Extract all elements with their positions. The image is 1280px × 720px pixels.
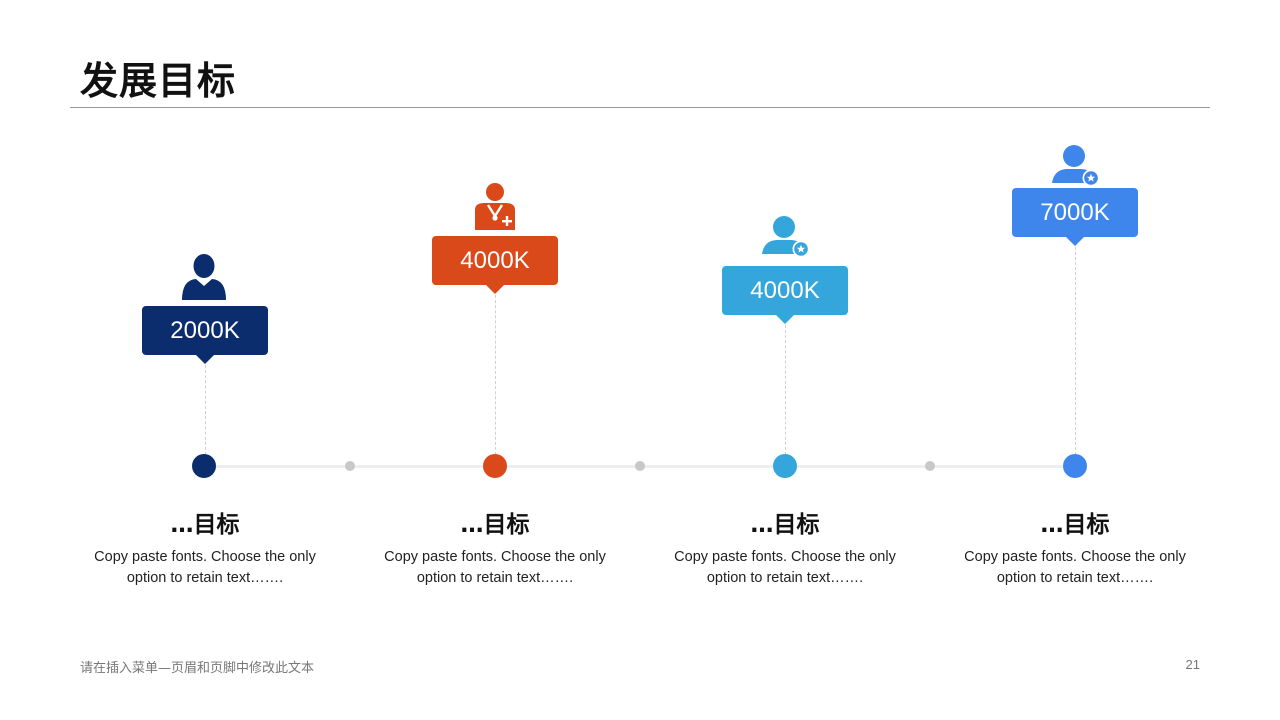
title-divider — [70, 107, 1210, 108]
milestone-node — [773, 454, 797, 478]
milestone-value-badge: 4000K — [722, 266, 848, 324]
milestone-description-line: option to retain text……. — [416, 570, 574, 586]
milestone-node — [1063, 454, 1087, 478]
user-star-icon — [1050, 141, 1100, 191]
timeline-separator-dot — [925, 461, 935, 471]
milestone-heading: …目标 — [750, 512, 820, 538]
milestone-description: Copy paste fonts. Choose the only option… — [655, 547, 915, 589]
footer-text: 请在插入菜单—页眉和页脚中修改此文本 — [80, 661, 315, 676]
milestone-value-badge: 7000K — [1012, 188, 1138, 246]
timeline-separator-dot — [635, 461, 645, 471]
person-icon — [179, 252, 229, 302]
milestone-node — [483, 454, 507, 478]
milestone-description-line: option to retain text……. — [996, 570, 1154, 586]
milestone-connector — [205, 365, 206, 455]
milestone-description-line: option to retain text……. — [706, 570, 864, 586]
milestone-connector — [1075, 247, 1076, 455]
milestone-description-line: option to retain text……. — [126, 570, 284, 586]
milestone-value-badge: 4000K — [432, 236, 558, 294]
milestone-description-line: Copy paste fonts. Choose the only — [674, 549, 896, 565]
milestone-description: Copy paste fonts. Choose the only option… — [365, 547, 625, 589]
milestone-description-line: Copy paste fonts. Choose the only — [384, 549, 606, 565]
timeline-separator-dot — [345, 461, 355, 471]
milestone-heading: …目标 — [460, 512, 530, 538]
milestone-value-badge: 2000K — [142, 306, 268, 364]
milestone-connector — [495, 295, 496, 455]
milestone-description-line: Copy paste fonts. Choose the only — [94, 549, 316, 565]
doctor-icon — [470, 182, 520, 232]
milestone-heading: …目标 — [1040, 512, 1110, 538]
milestone-description: Copy paste fonts. Choose the only option… — [75, 547, 335, 589]
milestone-connector — [785, 325, 786, 455]
milestone-heading: …目标 — [170, 512, 240, 538]
page-title: 发展目标 — [80, 59, 237, 103]
milestone-node — [192, 454, 216, 478]
user-star-icon — [760, 212, 810, 262]
page-number: 21 — [1185, 657, 1200, 672]
milestone-description: Copy paste fonts. Choose the only option… — [945, 547, 1205, 589]
milestone-description-line: Copy paste fonts. Choose the only — [964, 549, 1186, 565]
